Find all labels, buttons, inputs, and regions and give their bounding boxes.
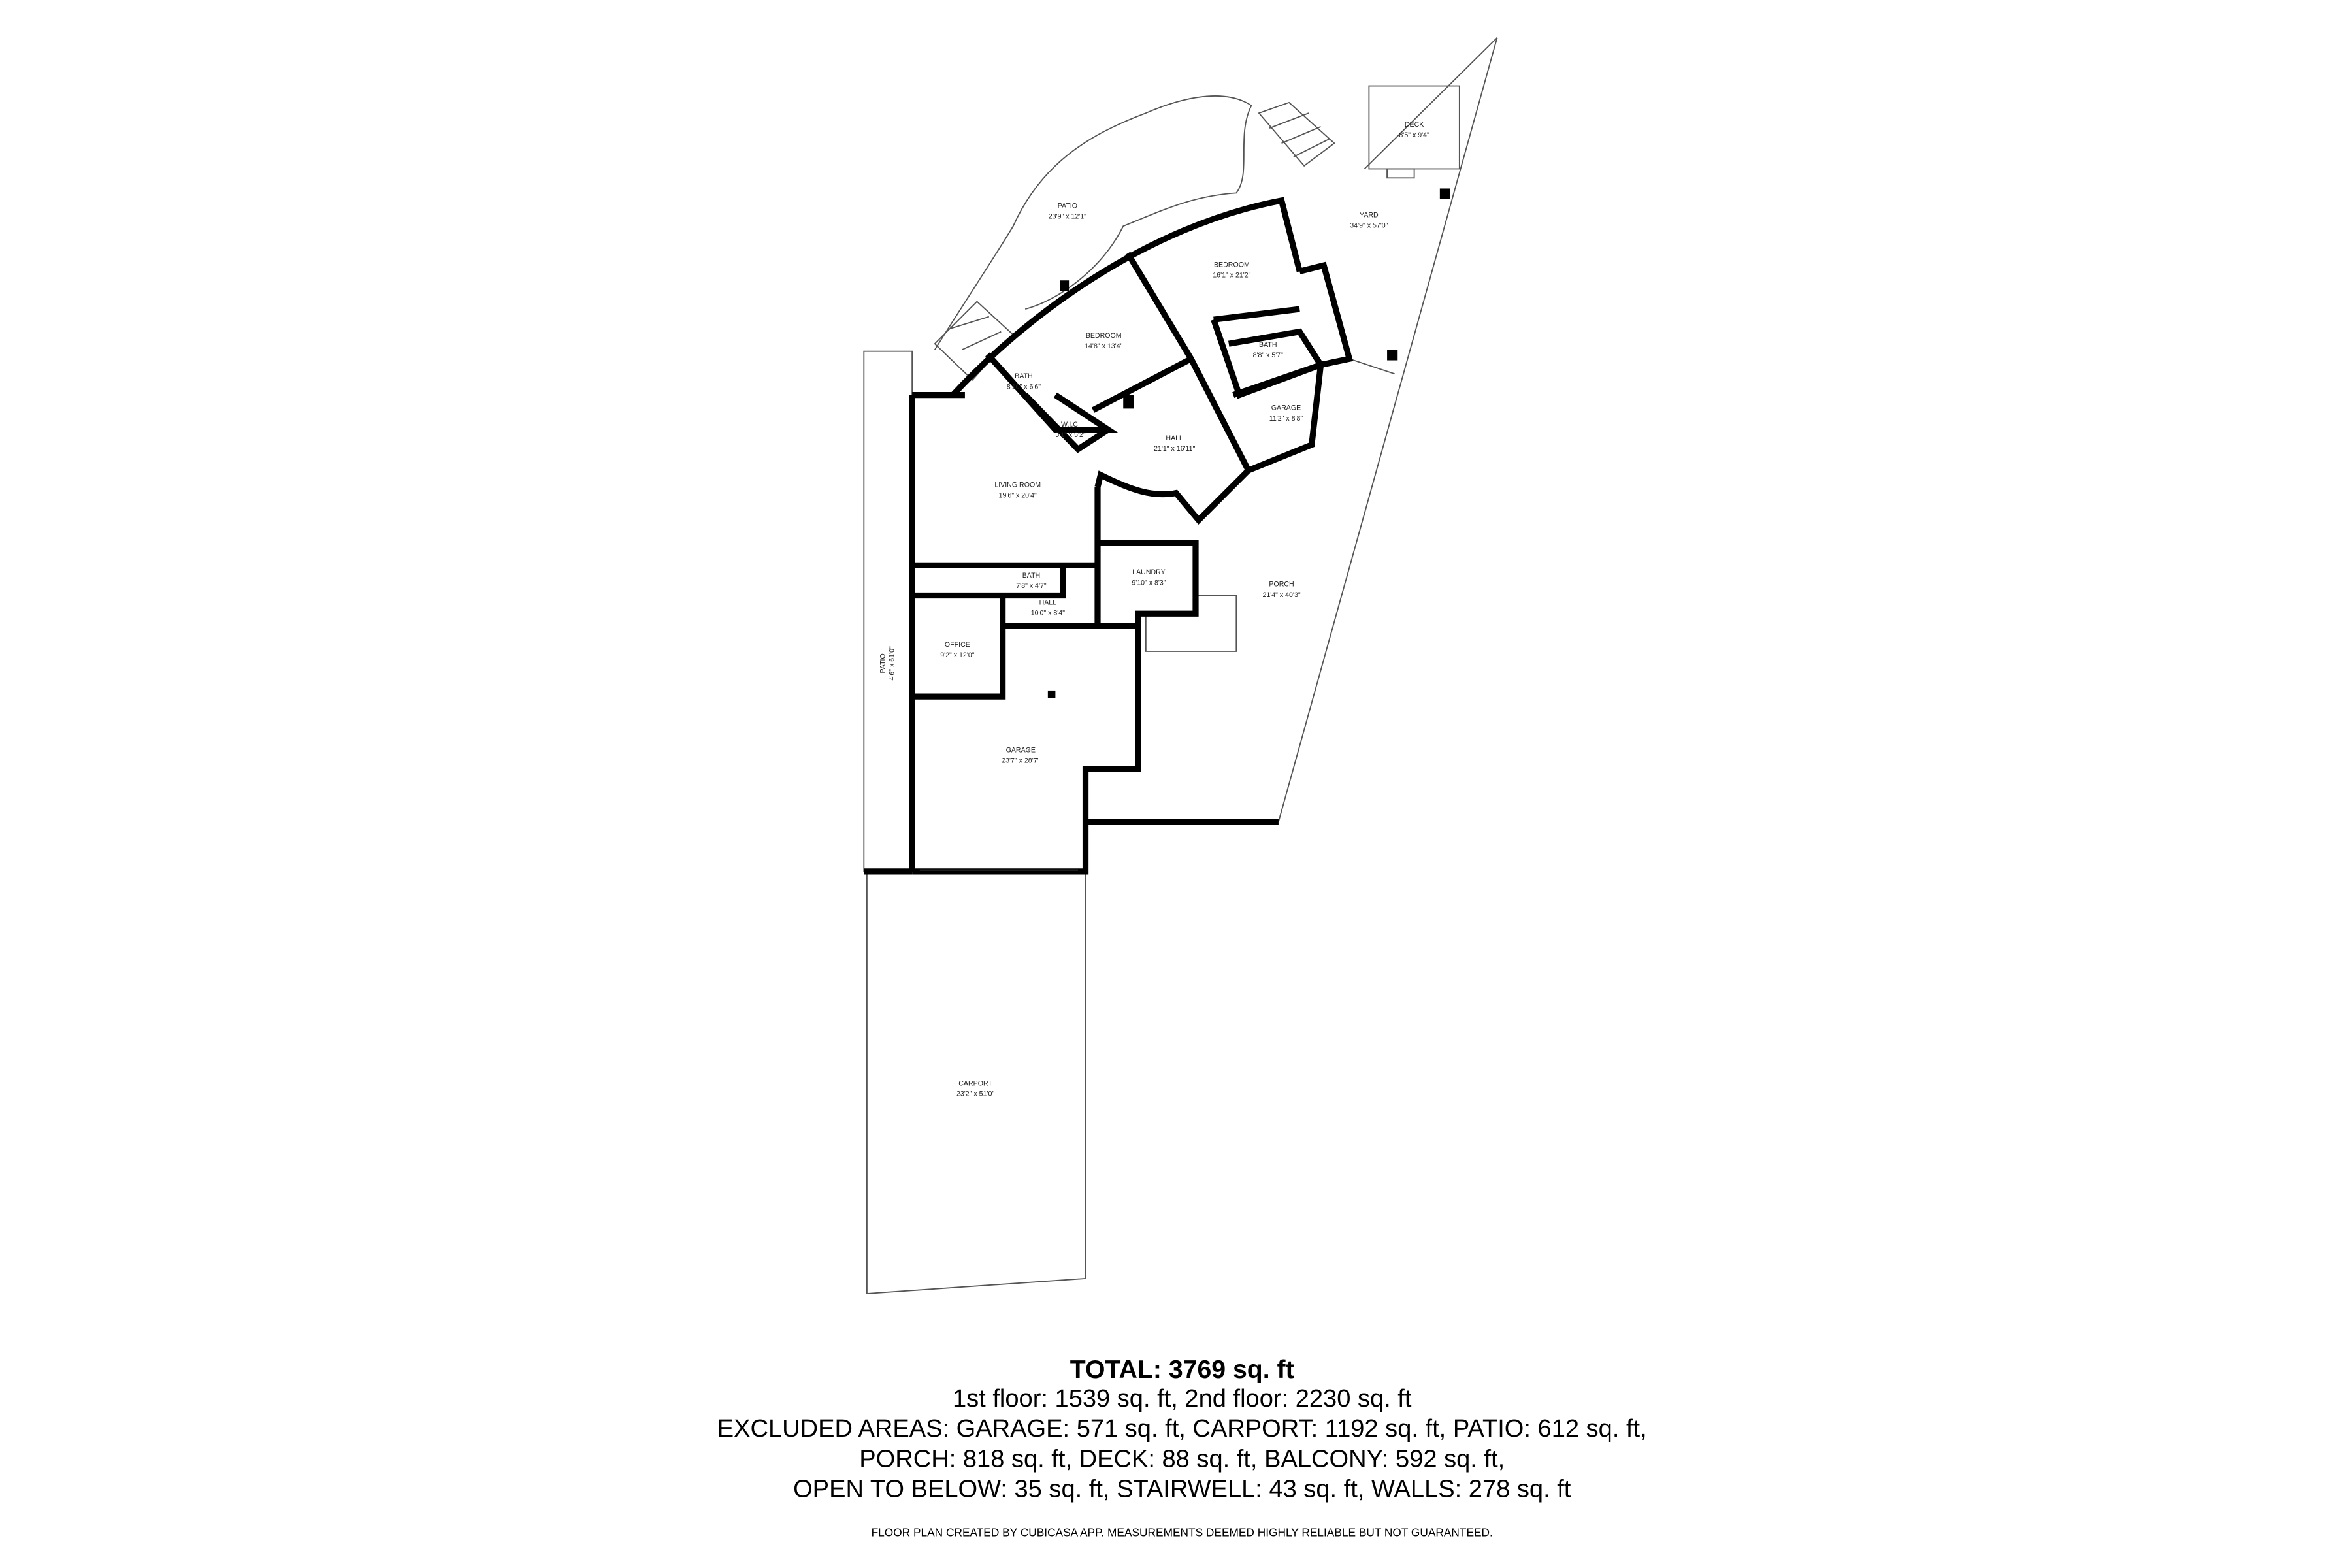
room-dims: 23'7" x 28'7" bbox=[1002, 757, 1039, 765]
disclaimer: FLOOR PLAN CREATED BY CUBICASA APP. MEAS… bbox=[872, 1526, 1493, 1539]
room-dims: 23'9" x 12'1" bbox=[1049, 213, 1086, 221]
room-bath-3: BATH 7'8" x 4'7" bbox=[1016, 572, 1047, 590]
deck-step bbox=[1386, 168, 1415, 179]
room-dims: 21'4" x 40'3" bbox=[1262, 591, 1300, 599]
room-name: HALL bbox=[1166, 434, 1183, 442]
room-dims: 23'2" x 51'0" bbox=[956, 1090, 994, 1098]
room-name: LAUNDRY bbox=[1132, 568, 1166, 576]
room-dims: 7'8" x 4'7" bbox=[1016, 582, 1047, 590]
room-hall-upper: HALL 21'1" x 16'11" bbox=[1154, 434, 1196, 453]
room-laundry: LAUNDRY 9'10" x 8'3" bbox=[1132, 568, 1166, 587]
room-name: BATH bbox=[1015, 372, 1033, 380]
room-bedroom-2: BEDROOM 14'8" x 13'4" bbox=[1085, 332, 1122, 350]
room-carport: CARPORT 23'2" x 51'0" bbox=[956, 1080, 994, 1098]
stairs-top bbox=[1258, 101, 1335, 167]
room-wic: W.I.C. 5'1" x 5'2" bbox=[1055, 421, 1086, 439]
excluded-areas-line-2: PORCH: 818 sq. ft, DECK: 88 sq. ft, BALC… bbox=[859, 1445, 1505, 1473]
room-name: PATIO bbox=[1058, 202, 1077, 210]
excluded-areas-line-1: EXCLUDED AREAS: GARAGE: 571 sq. ft, CARP… bbox=[717, 1415, 1647, 1443]
room-name: W.I.C. bbox=[1061, 421, 1080, 429]
room-dims: 14'8" x 13'4" bbox=[1085, 342, 1122, 350]
room-dims: 10'0" x 8'4" bbox=[1031, 610, 1066, 617]
excluded-areas-line-3: OPEN TO BELOW: 35 sq. ft, STAIRWELL: 43 … bbox=[793, 1476, 1571, 1503]
room-deck: DECK 8'5" x 9'4" bbox=[1399, 121, 1429, 139]
room-dims: 8'8" x 5'7" bbox=[1253, 351, 1284, 359]
room-dims: 11'2" x 8'8" bbox=[1269, 415, 1303, 423]
room-dims: 19'6" x 20'4" bbox=[999, 492, 1037, 500]
room-name: BATH bbox=[1022, 572, 1041, 580]
room-bath-1: BATH 8'10" x 6'6" bbox=[1007, 372, 1041, 391]
room-name: CARPORT bbox=[958, 1080, 992, 1088]
carport-outline bbox=[866, 871, 1086, 1294]
outdoor-outlines bbox=[863, 37, 1498, 1294]
room-hall-lower: HALL 10'0" x 8'4" bbox=[1031, 598, 1066, 617]
room-labels: PATIO 23'9" x 12'1" DECK 8'5" x 9'4" YARD 3… bbox=[879, 121, 1429, 1098]
side-patio-outline bbox=[863, 350, 913, 872]
room-dims: 9'2" x 12'0" bbox=[940, 651, 975, 659]
room-office: OFFICE 9'2" x 12'0" bbox=[940, 641, 975, 659]
room-yard: YARD 34'9" x 57'0" bbox=[1350, 211, 1388, 229]
room-name: BEDROOM bbox=[1086, 332, 1122, 340]
patio-boundary bbox=[934, 95, 1252, 350]
room-dims: 8'5" x 9'4" bbox=[1399, 131, 1429, 139]
porch-outline bbox=[1145, 595, 1237, 652]
room-name: BATH bbox=[1259, 341, 1277, 349]
room-name: GARAGE bbox=[1271, 404, 1301, 412]
room-dims: 9'10" x 8'3" bbox=[1132, 579, 1166, 587]
room-living-room: LIVING ROOM 19'6" x 20'4" bbox=[994, 481, 1041, 499]
room-bedroom-1: BEDROOM 16'1" x 21'2" bbox=[1213, 261, 1250, 279]
room-dims: 21'1" x 16'11" bbox=[1154, 445, 1196, 453]
room-dims: 16'1" x 21'2" bbox=[1213, 272, 1250, 280]
room-name: HALL bbox=[1039, 598, 1057, 606]
room-name: PATIO bbox=[879, 653, 887, 673]
room-garage-small: GARAGE 11'2" x 8'8" bbox=[1269, 404, 1303, 423]
room-name: YARD bbox=[1360, 211, 1379, 219]
room-name: LIVING ROOM bbox=[994, 481, 1041, 489]
room-dims: 8'10" x 6'6" bbox=[1007, 383, 1041, 391]
room-dims: 4'6" x 61'0" bbox=[888, 646, 896, 681]
yard-boundary bbox=[1278, 37, 1498, 822]
room-bath-2: BATH 8'8" x 5'7" bbox=[1253, 341, 1284, 359]
walls bbox=[864, 188, 1450, 875]
room-dims: 5'1" x 5'2" bbox=[1055, 431, 1086, 439]
room-name: PORCH bbox=[1269, 581, 1294, 589]
room-name: OFFICE bbox=[945, 641, 970, 649]
room-dims: 34'9" x 57'0" bbox=[1350, 221, 1388, 229]
floor-areas: 1st floor: 1539 sq. ft, 2nd floor: 2230 … bbox=[953, 1385, 1412, 1413]
area-summary: TOTAL: 3769 sq. ft 1st floor: 1539 sq. f… bbox=[717, 1355, 1647, 1539]
room-garage-main: GARAGE 23'7" x 28'7" bbox=[1002, 747, 1039, 765]
room-porch: PORCH 21'4" x 40'3" bbox=[1262, 581, 1300, 599]
total-area: TOTAL: 3769 sq. ft bbox=[1070, 1355, 1294, 1384]
room-name: GARAGE bbox=[1006, 747, 1036, 755]
room-patio-top: PATIO 23'9" x 12'1" bbox=[1049, 202, 1086, 220]
room-name: DECK bbox=[1405, 121, 1424, 129]
room-name: BEDROOM bbox=[1214, 261, 1250, 269]
